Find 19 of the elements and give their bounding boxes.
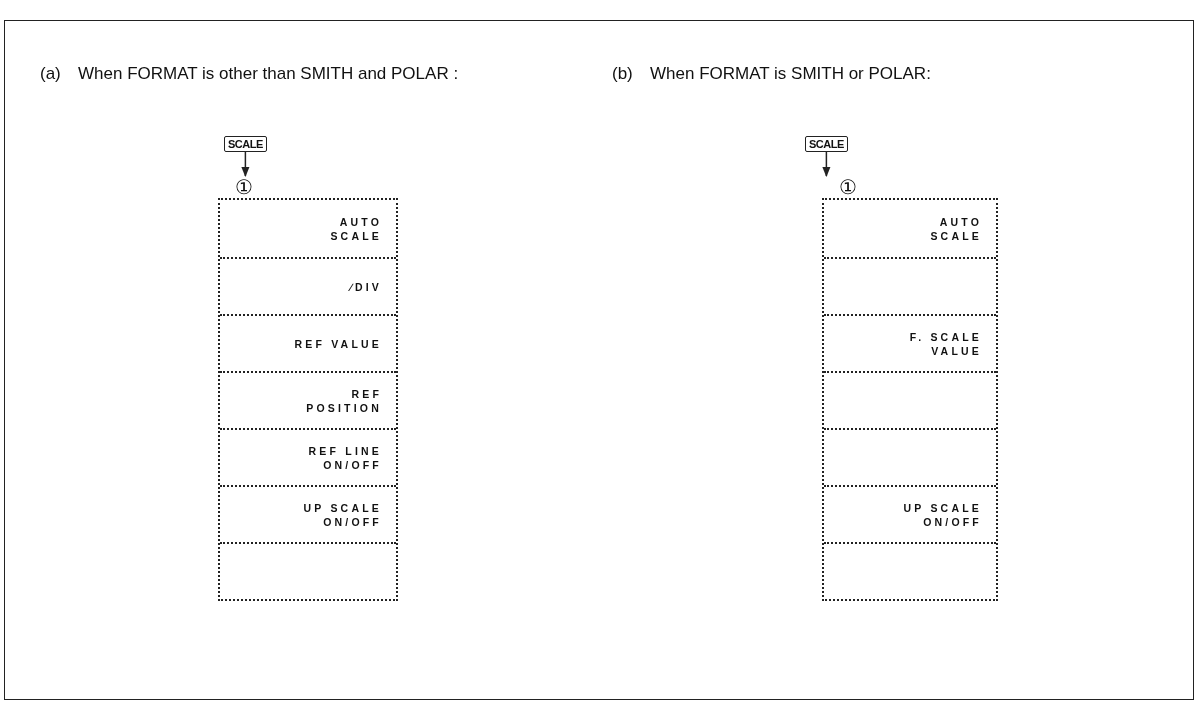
circled-number: ① bbox=[838, 176, 858, 198]
softkey-label: ∕DIV bbox=[347, 279, 382, 294]
softkey-label: REF LINE ON/OFF bbox=[307, 443, 382, 472]
softkey-label: REF VALUE bbox=[293, 336, 382, 351]
arrow bbox=[241, 151, 250, 178]
panel-heading: When FORMAT is other than SMITH and POLAR : bbox=[78, 64, 459, 84]
softkey-label: F. SCALE VALUE bbox=[908, 329, 982, 358]
panel-letter: (a) bbox=[40, 64, 61, 84]
hardkey: SCALE bbox=[224, 136, 267, 152]
softkey-label: REF POSITION bbox=[305, 386, 382, 415]
softkey-label: AUTO SCALE bbox=[329, 214, 382, 243]
softkey-label: UP SCALE ON/OFF bbox=[302, 500, 382, 529]
softkey-label: AUTO SCALE bbox=[929, 214, 982, 243]
hardkey: SCALE bbox=[805, 136, 848, 152]
circled-number: ① bbox=[234, 176, 254, 198]
panel-heading: When FORMAT is SMITH or POLAR: bbox=[650, 64, 931, 84]
panel-letter: (b) bbox=[612, 64, 633, 84]
arrow bbox=[822, 151, 831, 178]
softkey-label: UP SCALE ON/OFF bbox=[902, 500, 982, 529]
